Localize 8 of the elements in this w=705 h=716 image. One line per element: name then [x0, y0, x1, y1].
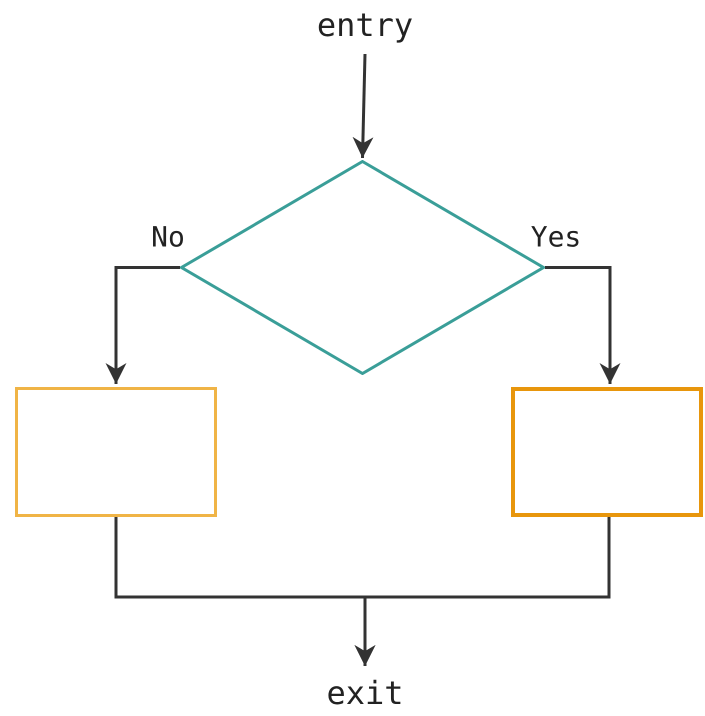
terminal-label: entry: [316, 6, 414, 44]
process-box: [15, 387, 217, 517]
arrow: [354, 517, 610, 666]
process-box: [511, 387, 703, 517]
terminal-label: exit: [326, 674, 404, 712]
arrow: [352, 54, 374, 158]
arrow: [106, 266, 180, 384]
arrow: [545, 266, 620, 384]
